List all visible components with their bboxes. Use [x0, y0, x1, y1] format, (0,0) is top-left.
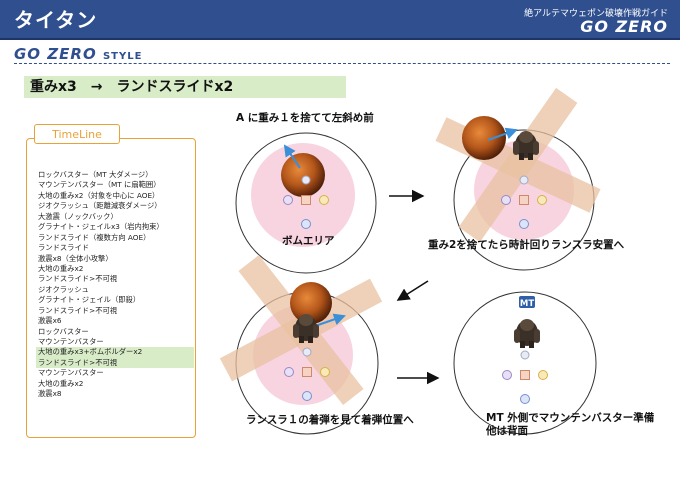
combo-title: 重みx3 → ランドスライドx2 — [24, 76, 346, 98]
timeline-item: 大地の重みx2 — [38, 263, 84, 273]
timeline-label: TimeLine — [34, 124, 120, 144]
bomb-boulder — [290, 282, 332, 324]
timeline-item: 激震x8 — [38, 389, 62, 399]
move-arrow — [317, 313, 346, 326]
timeline-item: 大地の重みx2 — [38, 378, 84, 388]
mt-badge: MT — [520, 299, 534, 309]
timeline-item: ロックバスター — [38, 326, 89, 336]
timeline-item: 激震x6 — [38, 316, 62, 326]
move-arrow — [283, 144, 301, 169]
step1-caption: A に重み１を捨てて左斜め前 — [236, 112, 374, 124]
timeline-item: ランドスライド（複数方向 AOE） — [38, 232, 151, 242]
step3-caption: ランスラ１の着弾を見て着弾位置へ — [246, 414, 414, 426]
timeline-item: マウンテンバスター（MT に扇範囲） — [38, 180, 161, 190]
timeline-item: ランドスライド>不可視 — [38, 305, 118, 315]
guide-subtitle: 絶アルテマウェポン破壊作戦ガイド — [524, 9, 668, 19]
mt-badge-bg — [519, 296, 535, 308]
flow-arrow — [396, 280, 429, 301]
brand-style: GO ZERO STYLE — [14, 45, 142, 63]
timeline-item: ジオクラッシュ — [38, 284, 89, 294]
bomb-boulder — [462, 116, 506, 160]
step4-panel: MT — [453, 291, 597, 435]
step2-panel — [435, 87, 601, 271]
step4-caption-line1: MT 外側でマウンテンバスター準備 — [486, 412, 655, 424]
timeline-item: グラナイト・ジェイル（即殺） — [38, 295, 141, 305]
timeline-item: 激震x8（全体小攻撃） — [38, 253, 113, 263]
timeline-item: ランドスライド — [38, 243, 90, 253]
timeline-item: ジオクラッシュ（距離減衰ダメージ） — [38, 201, 162, 211]
brand-divider — [14, 63, 670, 64]
timeline-item: ランドスライド>不可視 — [36, 357, 194, 369]
timeline-item: 大地の重みx3+ボムボルダーx2 — [36, 347, 194, 358]
timeline-item: グラナイト・ジェイルx3（岩内拘束） — [38, 222, 164, 232]
step2-caption: 重み2を捨てたら時計回りランスラ安置へ — [428, 239, 625, 251]
timeline-item: ロックバスター（MT 大ダメージ） — [38, 170, 153, 179]
timeline-item: 大激震（ノックバック） — [38, 211, 118, 221]
step3-panel — [219, 255, 383, 435]
timeline-item: ランドスライド>不可視 — [38, 274, 118, 284]
move-arrow — [487, 127, 518, 141]
timeline-list: ロックバスター（MT 大ダメージ）マウンテンバスター（MT に扇範囲）大地の重み… — [36, 170, 194, 400]
header-bar — [0, 0, 680, 40]
guide-brand: GO ZERO — [580, 17, 668, 36]
timeline-item: マウンテンバスター — [38, 337, 104, 346]
timeline-item: 大地の重みx2（対象を中心に AOE） — [38, 190, 160, 200]
timeline-item: マウンテンバスター — [38, 368, 104, 378]
page-title: タイタン — [14, 8, 98, 32]
arena-circle — [453, 291, 597, 435]
step1-panel — [235, 132, 377, 274]
step4-caption-line2: 他は背面 — [486, 425, 528, 437]
bomb-boulder — [281, 153, 325, 197]
brand-style-suffix: STYLE — [102, 51, 143, 62]
brand-style-main: GO ZERO — [14, 45, 97, 63]
timeline-box — [26, 138, 196, 438]
bomb-area-label: ボムエリア — [282, 235, 335, 247]
